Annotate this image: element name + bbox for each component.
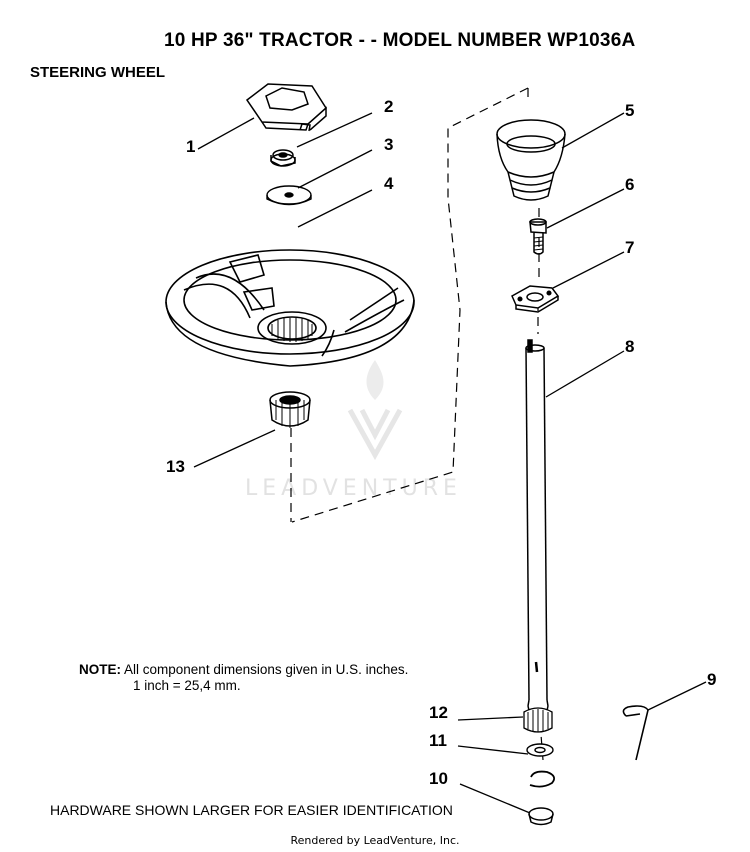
note-line-2: 1 inch = 25,4 mm. bbox=[133, 678, 241, 693]
part-snap-ring bbox=[529, 770, 556, 788]
callout-1: 1 bbox=[186, 137, 196, 156]
callout-7: 7 bbox=[625, 238, 635, 257]
footer-credit: Rendered by LeadVenture, Inc. bbox=[290, 834, 460, 847]
part-flange-bushing bbox=[511, 285, 560, 313]
callout-6: 6 bbox=[625, 175, 635, 194]
part-washer bbox=[266, 185, 312, 206]
part-small-washer bbox=[526, 743, 554, 757]
part-shaft-gear bbox=[523, 707, 553, 733]
dimensions-note: NOTE: All component dimensions given in … bbox=[79, 662, 408, 694]
assembly-dashed-lines bbox=[290, 87, 544, 761]
part-steering-wheel bbox=[165, 249, 415, 367]
note-label: NOTE: bbox=[79, 662, 121, 677]
callout-11: 11 bbox=[429, 731, 447, 750]
callout-2: 2 bbox=[384, 97, 394, 116]
part-center-cap bbox=[245, 83, 327, 132]
hardware-note: HARDWARE SHOWN LARGER FOR EASIER IDENTIF… bbox=[50, 802, 453, 818]
part-nut bbox=[270, 149, 296, 167]
watermark-text: LEADVENTURE bbox=[245, 476, 462, 501]
section-title: STEERING WHEEL bbox=[30, 64, 166, 81]
note-line-1: All component dimensions given in U.S. i… bbox=[124, 662, 409, 677]
callout-10: 10 bbox=[429, 769, 448, 788]
callout-9: 9 bbox=[707, 670, 717, 689]
leader-lines bbox=[193, 112, 707, 814]
callout-13: 13 bbox=[166, 457, 185, 476]
part-boot bbox=[496, 119, 566, 201]
callout-4: 4 bbox=[384, 174, 394, 193]
callout-8: 8 bbox=[625, 337, 635, 356]
part-spline-adapter bbox=[269, 391, 311, 428]
part-retaining-clip bbox=[622, 705, 649, 761]
part-bolt bbox=[529, 218, 547, 255]
diagram-title: 10 HP 36" TRACTOR - - MODEL NUMBER WP103… bbox=[164, 30, 636, 51]
callout-3: 3 bbox=[384, 135, 394, 154]
part-steering-shaft bbox=[525, 339, 549, 716]
part-push-cap bbox=[528, 807, 554, 826]
callout-5: 5 bbox=[625, 101, 635, 120]
callout-12: 12 bbox=[429, 703, 448, 722]
